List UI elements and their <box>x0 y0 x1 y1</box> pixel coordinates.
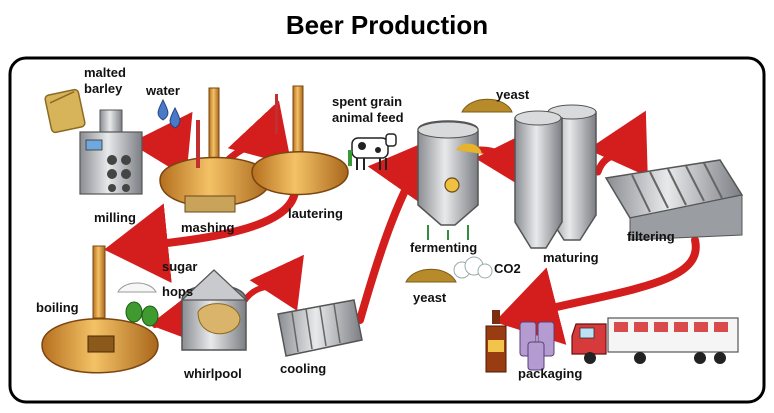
filter-press-icon <box>604 159 744 241</box>
lautering-tun-icon <box>251 85 349 196</box>
arrow-filtering-to-packaging <box>494 236 700 345</box>
water-drops-icon <box>157 98 181 129</box>
boiling-label: boiling <box>36 300 79 315</box>
cooling-label: cooling <box>280 361 326 376</box>
arrow-lautering-to-boiling <box>104 181 300 284</box>
lautering-label: lautering <box>288 206 343 221</box>
whirlpool-tank-icon <box>180 269 248 351</box>
hops-icon <box>125 301 159 327</box>
fermenting-label: fermenting <box>410 240 477 255</box>
malted-barley-sack-icon <box>44 88 86 134</box>
spent-grain-label-line2: animal feed <box>332 110 404 125</box>
maturing-tanks-icon <box>514 104 597 249</box>
sugar-pile-icon <box>117 282 157 293</box>
diagram-frame <box>8 56 766 404</box>
malted-barley-label-line1: malted <box>84 65 126 80</box>
diagram-title: Beer Production <box>285 10 489 40</box>
co2-cloud-icon <box>453 256 493 279</box>
beer-bottle-icon <box>485 310 507 373</box>
mill-machine-icon <box>79 109 143 195</box>
sugar-label: sugar <box>162 259 197 274</box>
cooler-icon <box>277 299 363 357</box>
cow-icon <box>348 133 397 170</box>
delivery-truck-icon <box>571 317 739 364</box>
yeast-pile-top-icon <box>461 98 513 113</box>
maturing-label: maturing <box>543 250 599 265</box>
arrow-maturing-to-filtering <box>587 110 648 177</box>
hops-label: hops <box>162 284 193 299</box>
mashing-kettle-icon <box>159 87 271 213</box>
boiling-kettle-icon <box>41 245 159 374</box>
co2-label: CO2 <box>494 261 521 276</box>
spent-grain-label-line1: spent grain <box>332 94 402 109</box>
mashing-label: mashing <box>181 220 235 235</box>
filtering-label: filtering <box>627 229 675 244</box>
malted-barley-label-line2: barley <box>84 81 123 96</box>
kegs-icon <box>519 321 555 371</box>
yeast-top-label: yeast <box>496 87 530 102</box>
arrow-whirlpool-to-cooling <box>242 254 304 311</box>
milling-label: milling <box>94 210 136 225</box>
whirlpool-label: whirlpool <box>183 366 242 381</box>
fermenting-tank-icon <box>417 120 482 240</box>
yeast-bottom-label: yeast <box>413 290 447 305</box>
packaging-label: packaging <box>518 366 582 381</box>
water-label: water <box>145 83 180 98</box>
arrow-milling-to-mashing <box>129 111 193 178</box>
yeast-pile-bottom-icon <box>405 268 457 283</box>
arrow-mashing-to-lautering <box>224 100 292 166</box>
